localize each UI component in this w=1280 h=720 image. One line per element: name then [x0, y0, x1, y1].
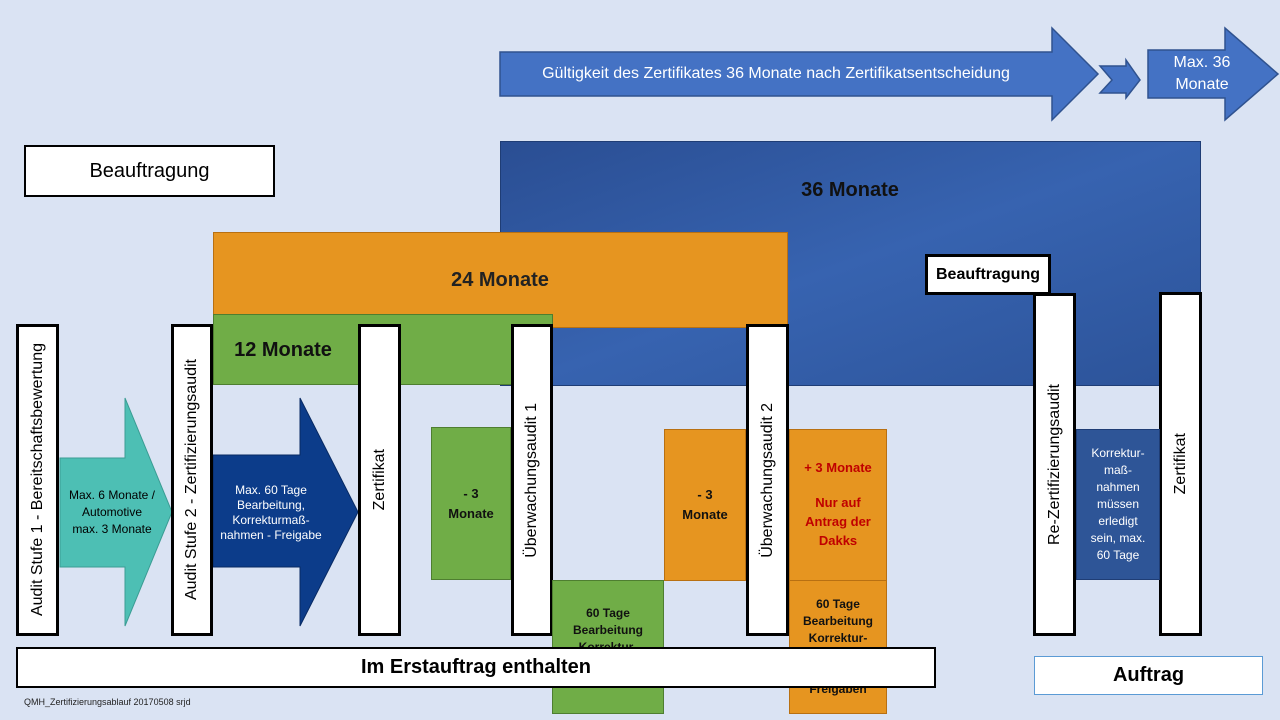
minus3-orange-box: - 3 Monate	[664, 429, 746, 581]
korrektur-blue-box: Korrektur- maß- nahmen müssen erledigt s…	[1076, 429, 1160, 580]
validity-label: Gültigkeit des Zertifikates 36 Monate na…	[542, 65, 1010, 82]
beauftragung-box: Beauftragung	[24, 145, 275, 197]
zertifikat2-label: Zertifikat	[1171, 433, 1189, 495]
max6-note: Max. 6 Monate / Automotive max. 3 Monate	[68, 487, 156, 536]
zertifikat2-bar: Zertifikat	[1159, 292, 1202, 636]
minus3-green-box: - 3 Monate	[431, 427, 511, 580]
audit-stage1-bar: Audit Stufe 1 - Bereitschaftsbewertung	[16, 324, 59, 636]
ueberwachung2-label: Überwachungsaudit 2	[758, 402, 776, 558]
max36-label: Max. 36 Monate	[1173, 54, 1231, 93]
period-36-label: 36 Monate	[801, 178, 899, 201]
ueberwachung2-bar: Überwachungsaudit 2	[746, 324, 789, 636]
auftrag-box: Auftrag	[1034, 656, 1263, 695]
period-12-label: 12 Monate	[234, 338, 332, 361]
zertifikat1-bar: Zertifikat	[358, 324, 401, 636]
max60-note: Max. 60 Tage Bearbeitung, Korrekturmaß- …	[220, 483, 322, 542]
ueberwachung1-label: Überwachungsaudit 1	[523, 402, 540, 558]
rezert-bar: Re-Zertifizierungsaudit	[1033, 293, 1076, 636]
plus3-box: + 3 Monate Nur auf Antrag der Dakks	[789, 429, 887, 581]
footer-text: QMH_Zertifizierungsablauf 20170508 srjd	[24, 697, 191, 707]
validity-connector-arrow	[1098, 57, 1141, 101]
audit-stage1-label: Audit Stufe 1 - Bereitschaftsbewertung	[28, 343, 46, 617]
ueberwachung1-bar: Überwachungsaudit 1	[511, 324, 553, 636]
audit-stage2-bar: Audit Stufe 2 - Zertifizierungsaudit	[171, 324, 213, 636]
dakks-label: Nur auf Antrag der Dakks	[805, 495, 871, 548]
erstauftrag-box: Im Erstauftrag enthalten	[16, 647, 936, 688]
period-24-label: 24 Monate	[451, 268, 549, 291]
plus3-label: + 3 Monate	[804, 460, 872, 475]
beauftragung-re-box: Beauftragung	[925, 254, 1051, 295]
zertifikat1-label: Zertifikat	[370, 449, 388, 511]
period-24-months	[213, 232, 788, 328]
audit-stage2-label: Audit Stufe 2 - Zertifizierungsaudit	[183, 359, 200, 601]
rezert-label: Re-Zertifizierungsaudit	[1045, 384, 1063, 545]
